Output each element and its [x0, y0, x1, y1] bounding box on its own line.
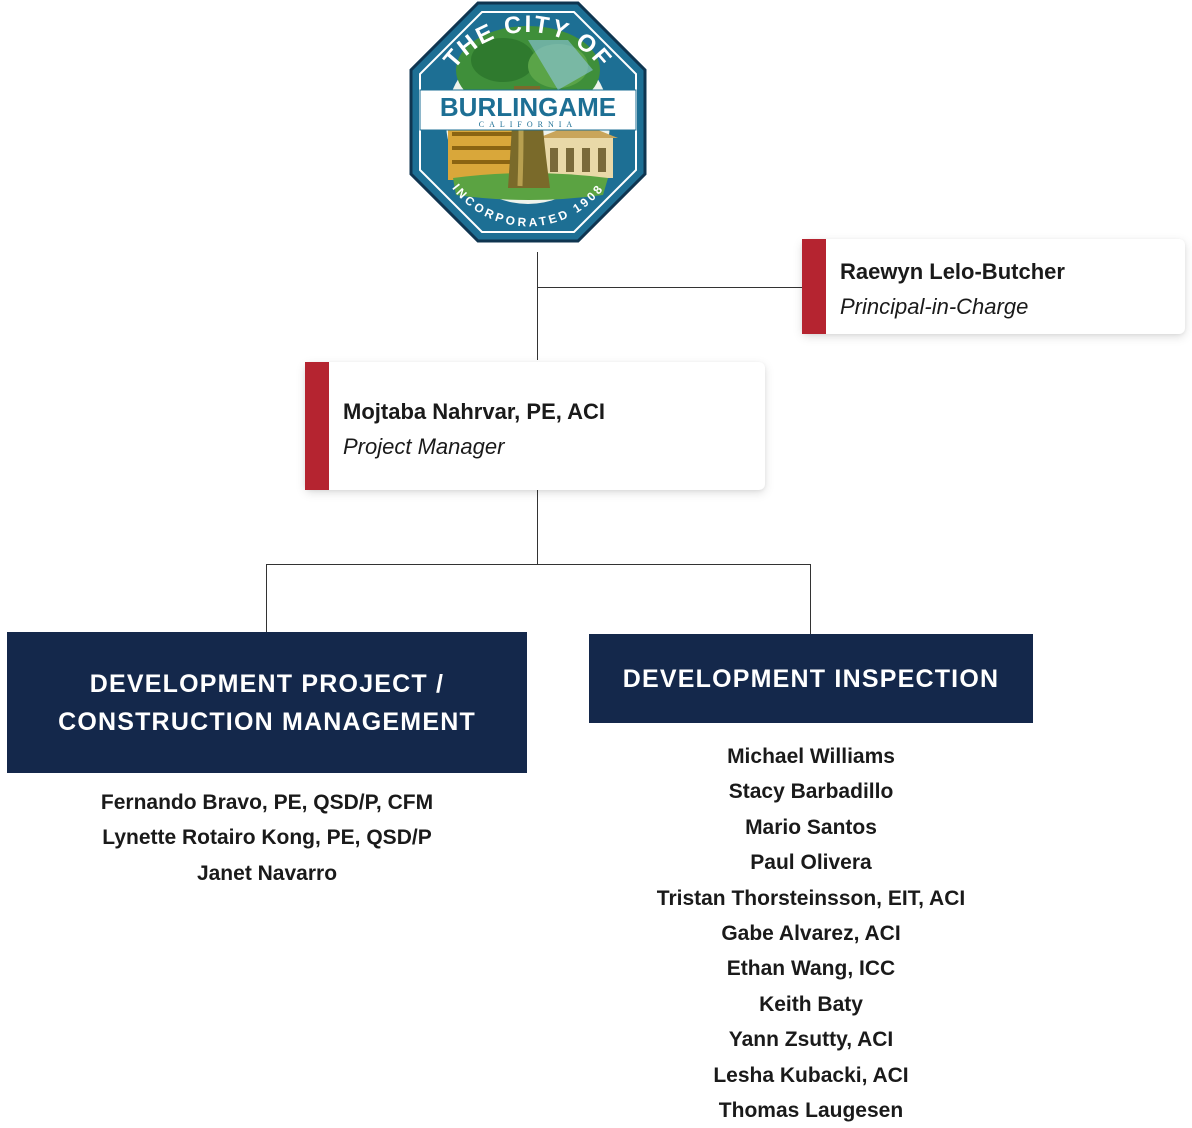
team-member: Yann Zsutty, ACI [728, 1028, 894, 1052]
team-member: Gabe Alvarez, ACI [721, 922, 901, 946]
team-member: Mario Santos [745, 815, 877, 839]
principal-card: Raewyn Lelo-Butcher Principal-in-Charge [802, 239, 1185, 334]
city-seal-logo: BURLINGAME CALIFORNIA THE CITY OF INCORP… [408, 0, 648, 244]
team-header-line: DEVELOPMENT PROJECT / [89, 669, 445, 698]
seal-state-name: CALIFORNIA [479, 120, 577, 129]
manager-name: Mojtaba Nahrvar, PE, ACI [343, 399, 606, 424]
principal-name: Raewyn Lelo-Butcher [840, 259, 1065, 284]
connector-seal-down [537, 252, 538, 360]
team-header-construction-management: DEVELOPMENT PROJECT / CONSTRUCTION MANAG… [7, 632, 527, 773]
team-members-construction-management: Fernando Bravo, PE, QSD/P, CFM Lynette R… [7, 785, 527, 891]
team-members-development-inspection: Michael Williams Stacy Barbadillo Mario … [589, 739, 1033, 1128]
seal-city-name: BURLINGAME [440, 92, 616, 122]
team-member: Keith Baty [759, 992, 863, 1016]
principal-role: Principal-in-Charge [840, 294, 1029, 319]
connector-right-branch [810, 564, 811, 634]
team-member: Paul Olivera [750, 851, 872, 875]
team-member: Lynette Rotairo Kong, PE, QSD/P [102, 826, 432, 850]
manager-accent-bar [305, 362, 329, 490]
team-header-development-inspection: DEVELOPMENT INSPECTION [589, 634, 1033, 723]
team-member: Janet Navarro [196, 861, 338, 885]
connector-horizontal-split [266, 564, 811, 565]
team-member: Lesha Kubacki, ACI [713, 1063, 909, 1087]
team-member: Michael Williams [727, 745, 895, 768]
team-member: Tristan Thorsteinsson, EIT, ACI [656, 886, 966, 910]
team-header-line: CONSTRUCTION MANAGEMENT [58, 707, 476, 736]
connector-left-branch [266, 564, 267, 632]
manager-card: Mojtaba Nahrvar, PE, ACI Project Manager [305, 362, 765, 490]
team-header-line: DEVELOPMENT INSPECTION [622, 664, 1000, 693]
manager-role: Project Manager [343, 434, 505, 459]
principal-accent-bar [802, 239, 826, 334]
team-member: Ethan Wang, ICC [726, 957, 896, 981]
team-member: Fernando Bravo, PE, QSD/P, CFM [100, 791, 434, 814]
connector-to-principal [537, 287, 803, 288]
team-member: Stacy Barbadillo [728, 780, 894, 804]
team-member: Thomas Laugesen [718, 1099, 904, 1123]
connector-manager-down [537, 490, 538, 564]
